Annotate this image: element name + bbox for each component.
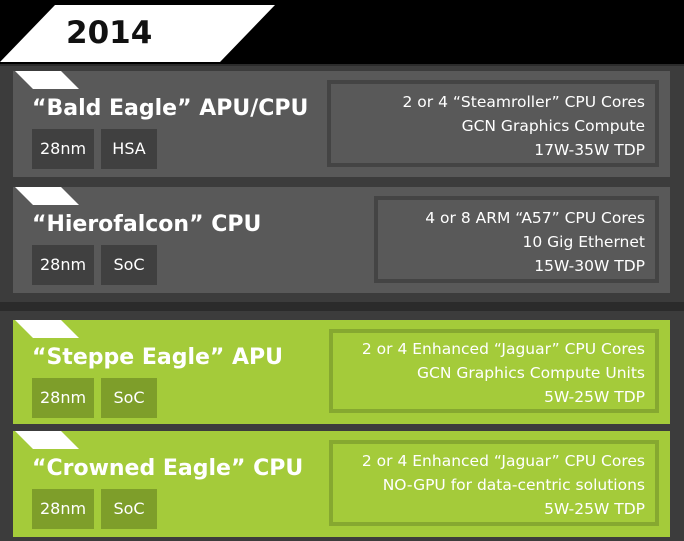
tag-feature: SoC (101, 489, 157, 529)
spec-line: 5W-25W TDP (544, 500, 645, 518)
tag-feature: SoC (101, 245, 157, 285)
year-label: 2014 (66, 15, 153, 51)
spec-box: 2 or 4 Enhanced “Jaguar” CPU Cores NO-GP… (329, 440, 659, 526)
flag-decoration (15, 431, 79, 449)
spec-box: 2 or 4 Enhanced “Jaguar” CPU Cores GCN G… (329, 329, 659, 413)
spec-line: 17W-35W TDP (534, 141, 645, 159)
flag-decoration (15, 187, 79, 205)
tag-process: 28nm (32, 245, 94, 285)
spec-box: 4 or 8 ARM “A57” CPU Cores 10 Gig Ethern… (374, 196, 659, 283)
spec-line: 10 Gig Ethernet (522, 233, 645, 251)
spec-line: NO-GPU for data-centric solutions (382, 476, 645, 494)
spec-line: 4 or 8 ARM “A57” CPU Cores (425, 209, 645, 227)
spec-line: GCN Graphics Compute (461, 117, 645, 135)
spec-line: 15W-30W TDP (534, 257, 645, 275)
spec-box: 2 or 4 “Steamroller” CPU Cores GCN Graph… (327, 80, 659, 167)
tag-feature: SoC (101, 378, 157, 418)
card-title: “Steppe Eagle” APU (32, 345, 284, 370)
tag-feature: HSA (101, 129, 157, 169)
card-steppe-eagle: “Steppe Eagle” APU 28nm SoC 2 or 4 Enhan… (13, 320, 670, 424)
spec-line: 2 or 4 “Steamroller” CPU Cores (402, 93, 645, 111)
tag-process: 28nm (32, 129, 94, 169)
card-hierofalcon: “Hierofalcon” CPU 28nm SoC 4 or 8 ARM “A… (13, 187, 670, 293)
flag-decoration (15, 71, 79, 89)
spec-line: 2 or 4 Enhanced “Jaguar” CPU Cores (361, 452, 645, 470)
card-bald-eagle: “Bald Eagle” APU/CPU 28nm HSA 2 or 4 “St… (13, 71, 670, 177)
card-title: “Crowned Eagle” CPU (32, 456, 304, 481)
tag-process: 28nm (32, 489, 94, 529)
card-title: “Bald Eagle” APU/CPU (32, 96, 309, 121)
spec-line: 2 or 4 Enhanced “Jaguar” CPU Cores (361, 340, 645, 358)
tag-process: 28nm (32, 378, 94, 418)
card-title: “Hierofalcon” CPU (32, 212, 262, 237)
flag-decoration (15, 320, 79, 338)
card-crowned-eagle: “Crowned Eagle” CPU 28nm SoC 2 or 4 Enha… (13, 431, 670, 537)
spec-line: GCN Graphics Compute Units (417, 364, 645, 382)
spec-line: 5W-25W TDP (544, 388, 645, 406)
